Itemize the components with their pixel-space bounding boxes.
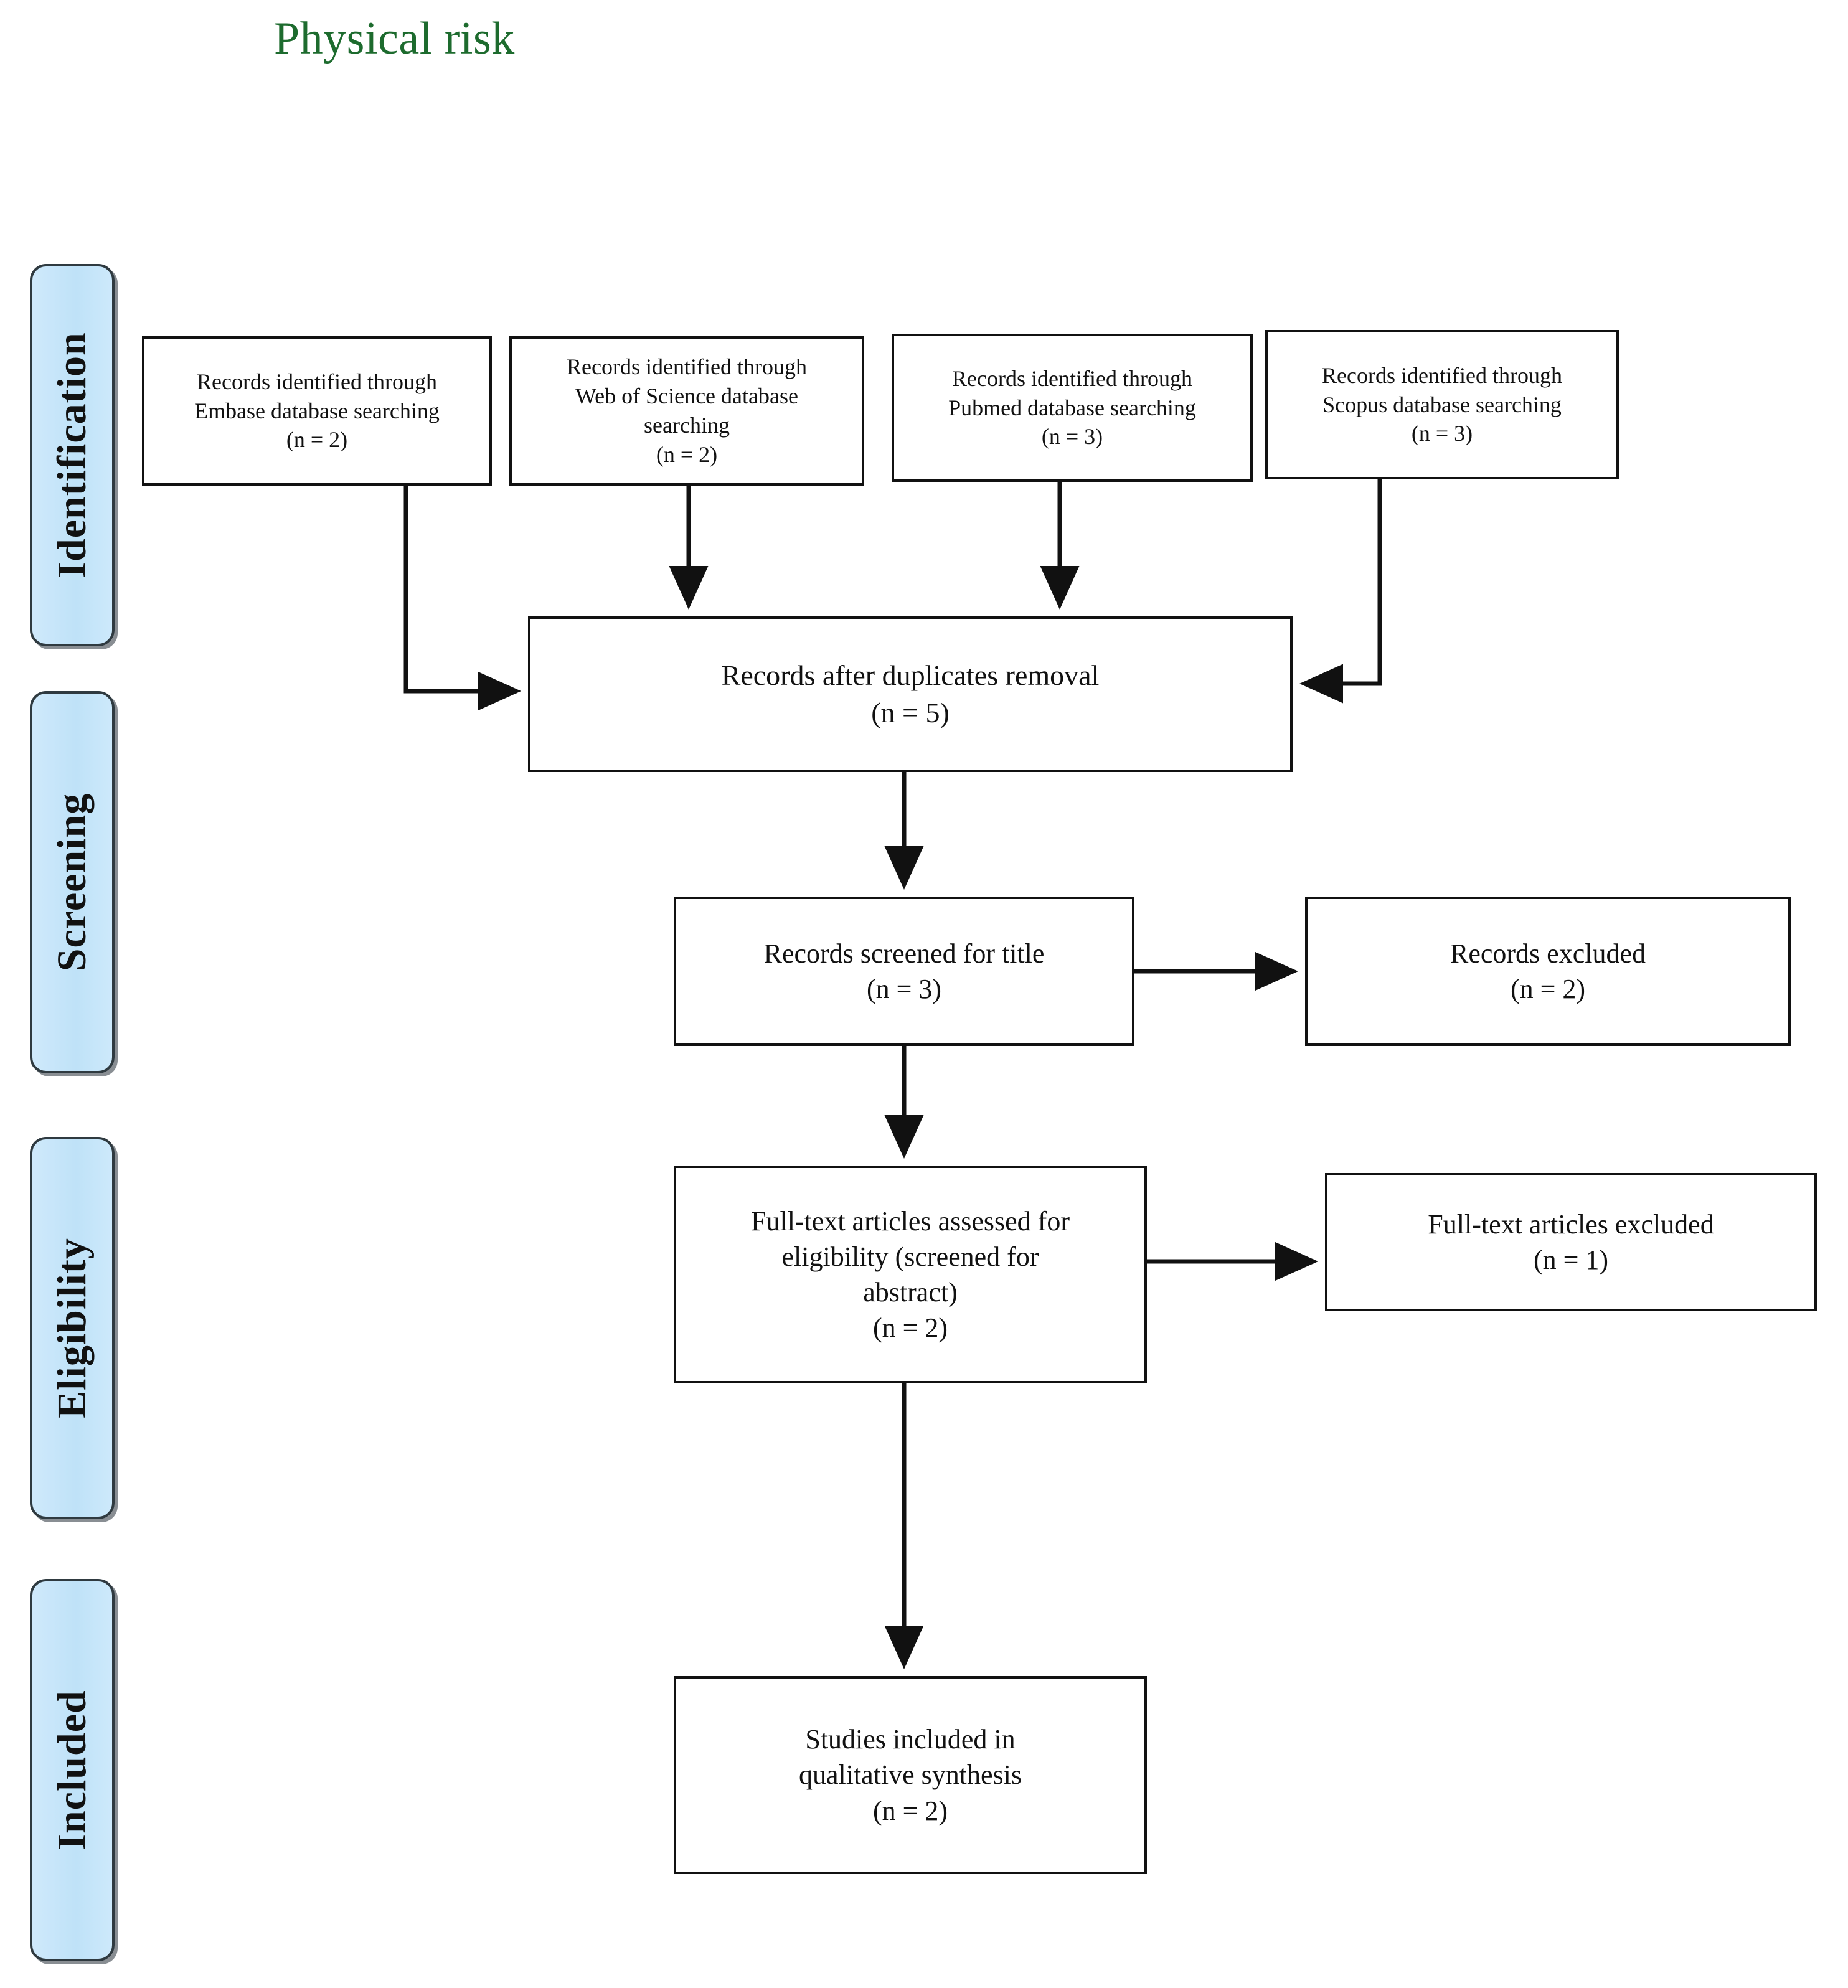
stage-tab-label: Screening	[49, 793, 95, 972]
stage-tab-screening[interactable]: Screening	[30, 691, 115, 1073]
stage-tab-label: Eligibility	[49, 1238, 95, 1418]
source-line-1: Records identified through	[197, 369, 437, 394]
stage-tab-label: Included	[49, 1690, 95, 1850]
box-count: (n = 3)	[866, 974, 942, 1004]
box-line-1: Full-text articles excluded	[1428, 1208, 1714, 1240]
source-line-2: Embase database searching	[194, 398, 440, 423]
box-records-after-duplicates-removal[interactable]: Records after duplicates removal (n = 5)	[528, 616, 1293, 772]
box-count: (n = 2)	[872, 1312, 948, 1344]
box-line-2: eligibility (screened for	[781, 1241, 1039, 1272]
box-count: (n = 1)	[1533, 1245, 1609, 1275]
box-line-3: abstract)	[863, 1277, 958, 1307]
page-title: Physical risk	[274, 13, 515, 64]
box-records-excluded[interactable]: Records excluded (n = 2)	[1305, 897, 1791, 1046]
box-records-screened-for-title[interactable]: Records screened for title (n = 3)	[674, 897, 1134, 1046]
source-box-web-of-science[interactable]: Records identified through Web of Scienc…	[509, 336, 864, 486]
connector-scopus-to-duplicates	[1299, 479, 1382, 704]
source-count: (n = 3)	[1041, 424, 1103, 450]
stage-tab-included[interactable]: Included	[30, 1579, 115, 1961]
connector-embase-to-duplicates	[403, 486, 521, 711]
source-line-1: Records identified through	[1322, 362, 1562, 388]
source-box-embase[interactable]: Records identified through Embase databa…	[142, 336, 492, 486]
box-line-2: qualitative synthesis	[798, 1760, 1022, 1791]
stage-tab-label: Identification	[49, 332, 95, 578]
box-line-1: Records screened for title	[763, 938, 1045, 969]
box-line-1: Records after duplicates removal	[721, 659, 1100, 692]
source-count: (n = 2)	[286, 427, 348, 453]
box-line-1: Studies included in	[805, 1724, 1016, 1755]
stage-tab-eligibility[interactable]: Eligibility	[30, 1137, 115, 1519]
box-fulltext-articles-excluded[interactable]: Full-text articles excluded (n = 1)	[1325, 1173, 1817, 1311]
source-box-scopus[interactable]: Records identified through Scopus databa…	[1265, 330, 1619, 479]
source-count: (n = 3)	[1411, 421, 1473, 446]
box-count: (n = 5)	[871, 697, 950, 728]
source-line-2: Pubmed database searching	[948, 395, 1196, 420]
stage-tab-identification[interactable]: Identification	[30, 264, 115, 646]
box-studies-included-qualitative-synthesis[interactable]: Studies included in qualitative synthesi…	[674, 1676, 1147, 1874]
source-box-pubmed[interactable]: Records identified through Pubmed databa…	[892, 334, 1253, 482]
box-count: (n = 2)	[1510, 974, 1586, 1004]
source-line-2: Scopus database searching	[1322, 392, 1562, 417]
source-line-1: Records identified through	[952, 365, 1192, 391]
source-line-1: Records identified through	[567, 354, 807, 380]
source-line-3: searching	[644, 413, 730, 438]
box-line-1: Records excluded	[1450, 938, 1646, 969]
source-count: (n = 2)	[656, 441, 718, 467]
source-line-2: Web of Science database	[575, 384, 798, 409]
box-line-1: Full-text articles assessed for	[751, 1205, 1070, 1237]
box-count: (n = 2)	[872, 1795, 948, 1826]
box-fulltext-articles-assessed[interactable]: Full-text articles assessed for eligibil…	[674, 1166, 1147, 1383]
